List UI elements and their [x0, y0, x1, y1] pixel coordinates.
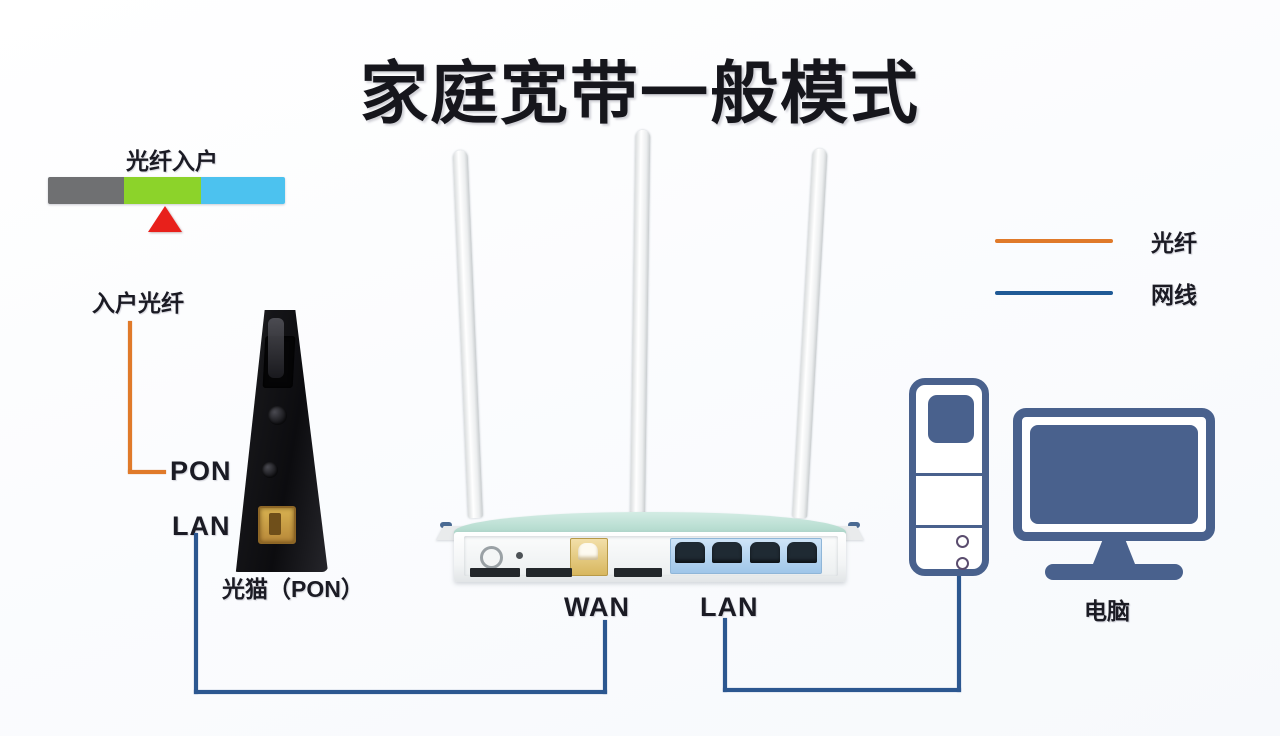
page-title: 家庭宽带一般模式 [359, 56, 920, 132]
drop-fiber-label: 入户光纤 [92, 290, 184, 316]
legend-item-ethernet: 网线 [995, 267, 1225, 319]
fiber-cable-vertical [128, 321, 132, 473]
monitor-screen [1030, 425, 1198, 524]
blue-line-icon [995, 291, 1113, 295]
blue-segment [201, 177, 285, 204]
gray-segment [48, 177, 124, 204]
router-foot-tip-left [440, 522, 452, 528]
pc-tower[interactable] [909, 378, 989, 576]
fiber-entry-bar [48, 177, 285, 204]
router-lan-port-bank[interactable] [670, 538, 822, 574]
ethernet-cable-2-vertical-right [957, 570, 961, 692]
legend-label-ethernet: 网线 [1151, 282, 1197, 308]
red-triangle-marker-icon [148, 206, 182, 232]
legend-item-fiber: 光纤 [995, 215, 1225, 267]
fiber-entry-label: 光纤入户 [126, 148, 218, 174]
router-label-strip [470, 568, 520, 577]
router-lan-port[interactable] [674, 542, 705, 563]
green-segment [124, 177, 201, 204]
router-reset-button[interactable] [516, 552, 523, 559]
ont-caption: 光猫（PON） [222, 576, 364, 602]
router-label-strip [614, 568, 662, 577]
pc-divider [916, 525, 982, 528]
ont-pon-port-label: PON [170, 456, 232, 486]
ont-highlight [268, 318, 284, 378]
computer-monitor[interactable] [1013, 408, 1215, 583]
router-lan-label: LAN [700, 592, 759, 622]
pc-power-button-icon[interactable] [956, 535, 969, 548]
router-wan-port[interactable] [570, 538, 608, 576]
ont-button-icon [262, 462, 278, 478]
ont-led-icon [268, 406, 287, 425]
router-wan-label: WAN [564, 592, 630, 622]
ethernet-cable-1-vertical-left [194, 533, 198, 694]
ethernet-cable-1-vertical-right [603, 620, 607, 694]
router-power-jack[interactable] [480, 546, 503, 569]
router-antenna-middle[interactable] [630, 129, 651, 519]
wifi-router[interactable] [436, 129, 864, 582]
ont-lan-port-label: LAN [172, 511, 231, 541]
computer-caption: 电脑 [1084, 598, 1130, 624]
ethernet-cable-1-horizontal [194, 690, 607, 694]
legend-label-fiber: 光纤 [1151, 230, 1197, 256]
monitor-frame [1013, 408, 1215, 541]
router-lan-port[interactable] [712, 542, 743, 563]
pc-front-panel [928, 395, 974, 443]
router-label-strip [526, 568, 572, 577]
router-lan-port[interactable] [787, 542, 818, 563]
monitor-stand-base [1045, 564, 1183, 580]
router-antenna-left[interactable] [452, 150, 483, 519]
ethernet-cable-2-horizontal [723, 688, 961, 692]
legend: 光纤 网线 [995, 215, 1225, 319]
orange-line-icon [995, 239, 1113, 243]
router-lan-port[interactable] [749, 542, 780, 563]
pc-indicator-icon [956, 557, 969, 570]
ont-lan-port[interactable] [258, 506, 296, 544]
router-foot-tip-right [848, 522, 860, 528]
ethernet-cable-2-vertical-left [723, 618, 727, 692]
fiber-cable-horizontal [128, 470, 166, 474]
ont-modem[interactable] [232, 310, 328, 572]
router-antenna-right[interactable] [792, 148, 828, 519]
pc-divider [916, 473, 982, 476]
